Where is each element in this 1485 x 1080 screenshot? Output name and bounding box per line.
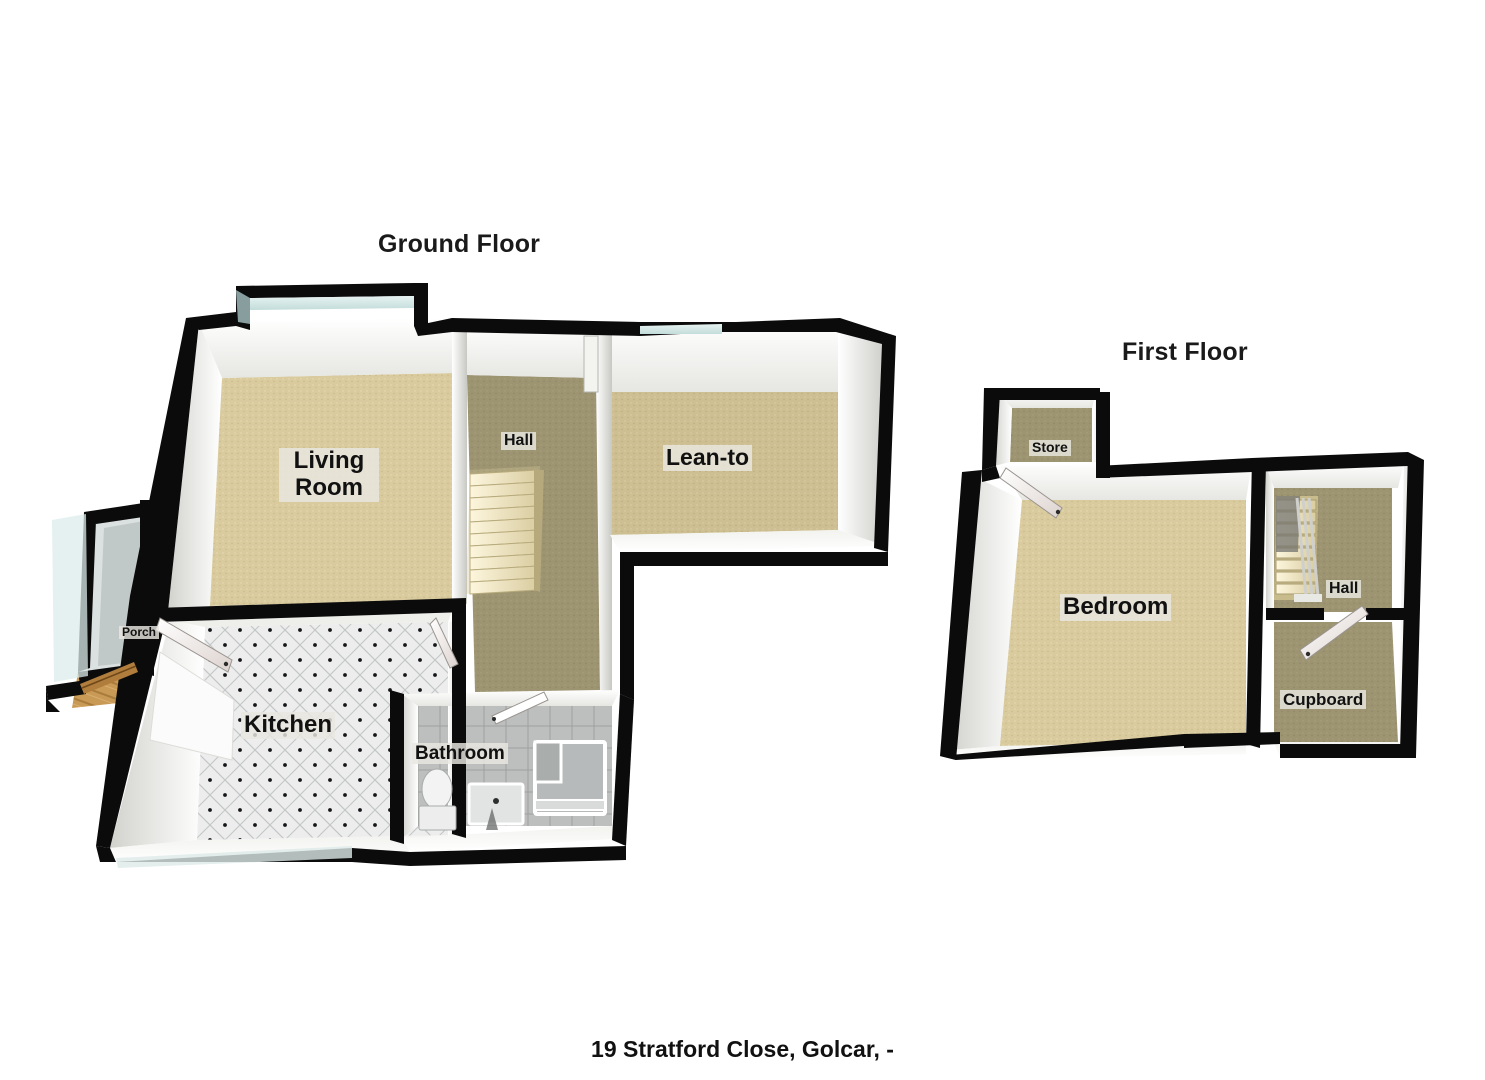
bedroom-floor	[992, 500, 1246, 746]
ground-floor-title: Ground Floor	[378, 230, 541, 258]
cupboard-door	[1299, 605, 1369, 661]
room-label-hall: Hall	[501, 432, 537, 450]
kitchen-counter	[149, 651, 235, 761]
kitchen-wall-top	[170, 611, 452, 627]
first-floor-title: First Floor	[1122, 338, 1248, 366]
living-room-wall-top	[199, 318, 452, 378]
cupboard-floor	[1274, 622, 1398, 742]
window-bay-side-glass	[236, 290, 250, 324]
address-caption: 19 Stratford Close, Golcar, -	[591, 1036, 894, 1062]
room-label-cupboard: Cupboard	[1280, 690, 1367, 710]
room-label-porch: Porch	[119, 625, 160, 640]
lean-to-wall-top	[612, 322, 840, 392]
bathroom-wall-bottom	[402, 826, 626, 852]
lean-to-door	[583, 335, 599, 393]
living-room-wall-right	[452, 318, 467, 604]
bathroom-door	[491, 691, 549, 725]
hall-door-kitchen	[429, 617, 459, 669]
staircase	[466, 466, 544, 595]
first-hall-wall-left	[1266, 466, 1274, 612]
room-label-store: Store	[1029, 439, 1071, 456]
toilet-cistern	[418, 805, 457, 831]
front-door	[80, 662, 138, 694]
bedroom-wall-left	[950, 478, 1022, 750]
bathroom-fixtures	[418, 740, 607, 831]
room-label-first-hall: Hall	[1326, 580, 1362, 598]
first-floor-walls	[940, 388, 1424, 760]
living-room-wall-left	[168, 323, 222, 611]
banister	[1295, 497, 1320, 597]
window-kitchen-glass	[116, 846, 352, 868]
room-label-lean-to: Lean-to	[663, 444, 753, 471]
room-label-kitchen: Kitchen	[241, 711, 336, 739]
window-lean-to-glass	[640, 324, 722, 334]
room-label-bathroom: Bathroom	[412, 743, 508, 765]
lean-to-wall-bottom	[610, 530, 886, 552]
room-label-bedroom: Bedroom	[1060, 593, 1172, 621]
staircase-down	[1274, 496, 1322, 602]
store-door	[999, 467, 1063, 519]
stair-void	[1276, 496, 1300, 552]
hall-wall-top	[467, 323, 596, 378]
hall-wall-right	[596, 325, 612, 694]
window-living-room-glass	[250, 296, 414, 310]
window-porch-glass	[52, 514, 88, 682]
bathroom-wall-left	[402, 694, 418, 838]
shower-rail	[534, 799, 606, 811]
